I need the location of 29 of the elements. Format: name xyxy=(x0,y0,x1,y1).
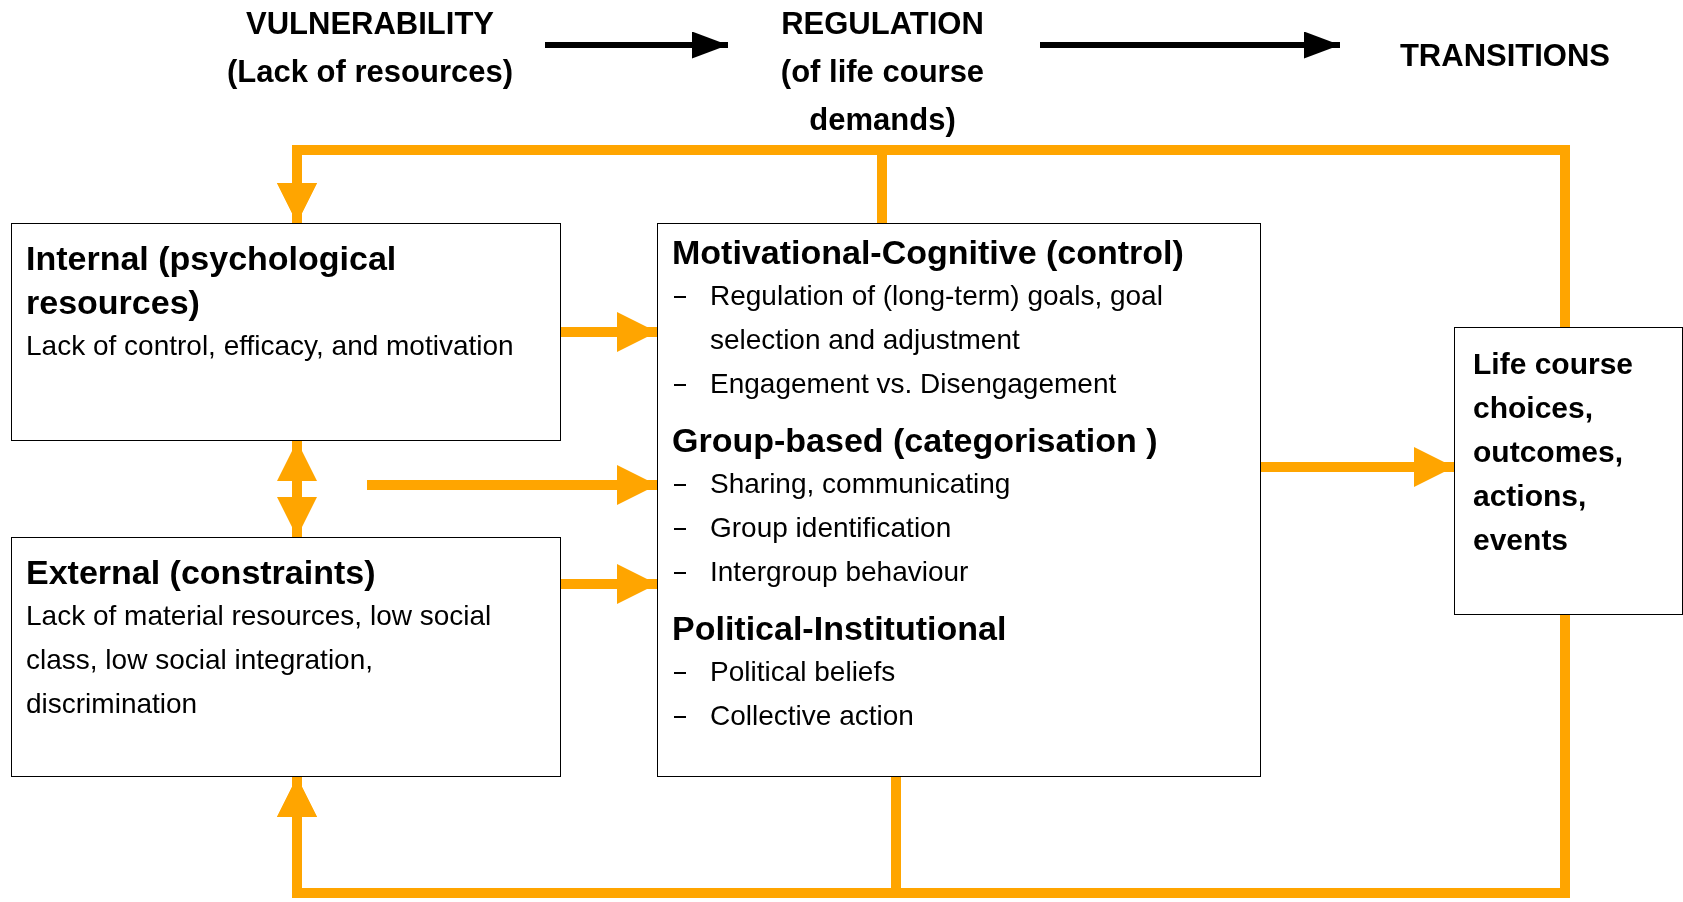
box-text: Lack of material resources, low social class, low social integration, discrimination xyxy=(26,599,493,721)
list-item-text: Intergroup behaviour xyxy=(710,555,969,589)
list-item-text: Sharing, communicating xyxy=(710,467,1011,501)
arrow xyxy=(1261,447,1454,487)
list-item-text: Engagement vs. Disengagement xyxy=(710,367,1117,401)
section-heading: Political-Institutional xyxy=(672,608,1008,649)
arrow xyxy=(1040,31,1340,59)
process-box xyxy=(11,537,561,777)
arrow xyxy=(545,31,728,59)
list-item-text: Group identification xyxy=(710,511,952,545)
section-heading: Group-based (categorisation ) xyxy=(672,420,1159,461)
process-box xyxy=(657,223,1261,777)
stage-heading: REGULATION (of life course demands) xyxy=(779,5,986,139)
stage-heading: TRANSITIONS xyxy=(1398,37,1612,75)
list-item-text: Collective action xyxy=(710,699,914,733)
arrow xyxy=(561,564,657,604)
box-heading: External (constraints) xyxy=(26,552,377,593)
section-heading: Motivational-Cognitive (control) xyxy=(672,232,1185,273)
stage-heading: VULNERABILITY (Lack of resources) xyxy=(226,5,514,91)
box-heading: Internal (psychological resources) xyxy=(26,238,398,323)
arrow xyxy=(561,312,657,352)
arrow xyxy=(367,465,657,505)
list-item-text: Regulation of (long-term) goals, goal selection and adjustment xyxy=(710,279,1164,357)
box-heading: Life course choices, outcomes, actions, events xyxy=(1473,346,1635,558)
list-item-text: Political beliefs xyxy=(710,655,896,689)
process-box xyxy=(11,223,561,441)
process-box xyxy=(1454,327,1683,615)
box-text: Lack of control, efficacy, and motivation xyxy=(26,329,515,363)
arrow xyxy=(277,441,317,537)
